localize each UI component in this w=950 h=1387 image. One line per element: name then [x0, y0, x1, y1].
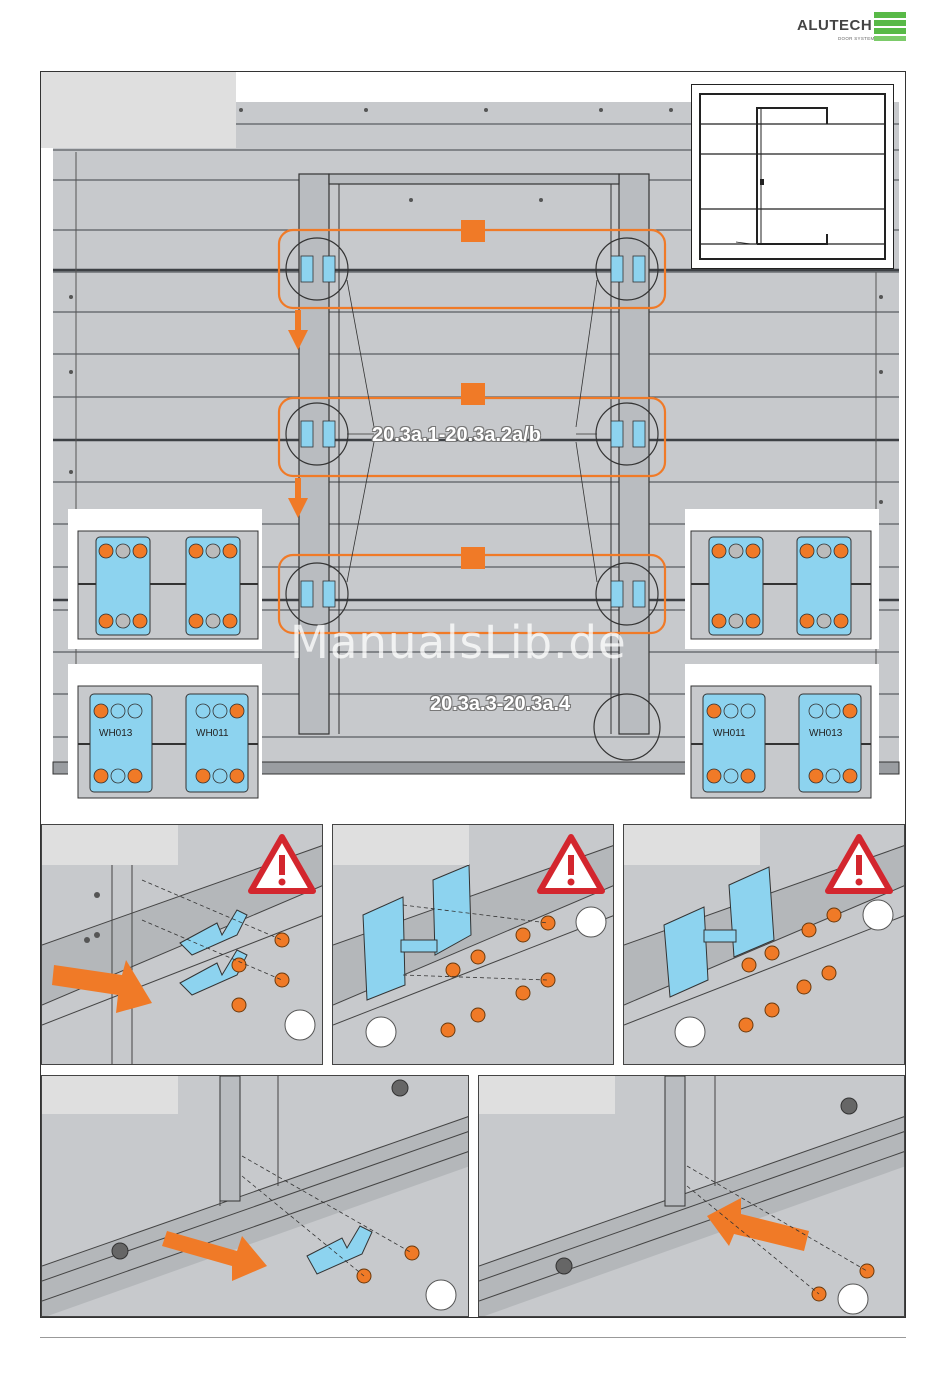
step-panel-4: [41, 1075, 469, 1317]
hinge-detail-top-left: [68, 509, 262, 649]
footer-divider: [40, 1337, 906, 1338]
warning-icon: [536, 833, 606, 895]
screw-icon: [232, 933, 289, 1012]
step-panel-2: [332, 824, 614, 1065]
screw-icon: [357, 1246, 419, 1283]
hinge-code-label: WH011: [196, 728, 229, 739]
reference-label-lower: 20.3a.3-20.3a.4: [430, 693, 570, 716]
warning-icon: [824, 833, 894, 895]
step-tab-1: [42, 825, 178, 865]
reference-label-upper: 20.3a.1-20.3a.2a/b: [372, 424, 541, 447]
hinge-icon: [664, 867, 774, 997]
step-tab-3: [624, 825, 760, 865]
hinge-detail-bottom-left: WH013 WH011: [68, 664, 262, 801]
step-tab-5: [479, 1076, 615, 1114]
step-tab-2: [333, 825, 469, 865]
hinge-detail-top-right: [685, 509, 879, 649]
step-tab-4: [42, 1076, 178, 1114]
step-panel-1: [41, 824, 323, 1065]
hinge-code-label: WH011: [713, 728, 746, 739]
watermark: ManualsLib.de: [290, 616, 627, 669]
view-tab: [41, 72, 236, 148]
step-panel-5: [478, 1075, 905, 1317]
overview-inset: [691, 84, 894, 269]
hinge-code-label: WH013: [99, 728, 133, 739]
brand-mark-icon: [874, 12, 906, 42]
hinge-code-label: WH013: [809, 728, 843, 739]
hinge-detail-bottom-right: WH011 WH013: [685, 664, 879, 801]
brand-name: ALUTECH: [797, 17, 872, 34]
bracket-icon: [307, 1226, 372, 1274]
warning-icon: [247, 833, 317, 895]
brand-tagline: DOOR SYSTEMS: [838, 36, 878, 41]
step-panel-3: [623, 824, 905, 1065]
